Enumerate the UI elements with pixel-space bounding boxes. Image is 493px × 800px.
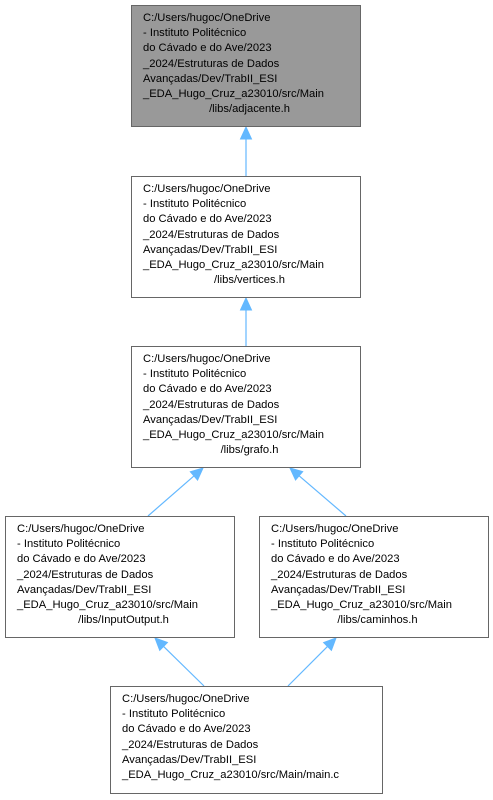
edge-main-to-caminhos	[287, 646, 328, 687]
node-label-line: /libs/vertices.h	[214, 274, 285, 287]
node-grafo-h[interactable]: C:/Users/hugoc/OneDrive - Instituto Poli…	[131, 346, 361, 468]
node-label-line: - Instituto Politécnico	[143, 368, 247, 381]
node-label-line: _2024/Estruturas de Dados	[143, 57, 280, 70]
node-label-line: _EDA_Hugo_Cruz_a23010/src/Main	[271, 599, 452, 612]
node-label-line: _EDA_Hugo_Cruz_a23010/src/Main	[17, 599, 198, 612]
node-label-line: C:/Users/hugoc/OneDrive	[143, 183, 271, 195]
arrowhead-grafo-to-vertices	[239, 296, 253, 311]
node-label-line: do Cávado e do Ave/2023	[17, 553, 146, 566]
node-label-line: /libs/InputOutput.h	[78, 614, 169, 627]
node-label-line: C:/Users/hugoc/OneDrive	[122, 693, 250, 705]
edge-caminhos-to-grafo	[298, 475, 347, 517]
node-label-line: do Cávado e do Ave/2023	[271, 553, 400, 566]
arrowhead-caminhos-to-grafo	[289, 467, 304, 481]
node-label-line: Avançadas/Dev/TrabII_ESI	[122, 753, 257, 766]
node-label-line: do Cávado e do Ave/2023	[143, 42, 272, 55]
node-vertices-h[interactable]: C:/Users/hugoc/OneDrive - Instituto Poli…	[131, 176, 361, 298]
node-label-line: /libs/caminhos.h	[337, 614, 418, 627]
node-label-line: _2024/Estruturas de Dados	[143, 228, 280, 241]
node-label-line: Avançadas/Dev/TrabII_ESI	[143, 413, 278, 426]
edge-main-to-inputoutput	[163, 645, 205, 687]
arrowhead-main-to-caminhos	[322, 637, 337, 652]
arrowhead-inputoutput-to-grafo	[189, 467, 204, 481]
node-label-line: _2024/Estruturas de Dados	[17, 568, 154, 581]
node-label-line: do Cávado e do Ave/2023	[143, 213, 272, 226]
node-main-c[interactable]: C:/Users/hugoc/OneDrive - Instituto Poli…	[110, 686, 383, 794]
arrowhead-main-to-inputoutput	[154, 637, 169, 652]
node-label-line: C:/Users/hugoc/OneDrive	[143, 12, 271, 24]
node-label-line: C:/Users/hugoc/OneDrive	[271, 523, 399, 535]
node-label-line: _2024/Estruturas de Dados	[122, 738, 259, 751]
node-label-line: - Instituto Politécnico	[122, 708, 226, 721]
node-label-line: - Instituto Politécnico	[143, 198, 247, 211]
node-label-line: C:/Users/hugoc/OneDrive	[143, 353, 271, 365]
node-label-line: do Cávado e do Ave/2023	[122, 723, 251, 736]
node-label-line: - Instituto Politécnico	[143, 27, 247, 40]
node-label-line: C:/Users/hugoc/OneDrive	[17, 523, 145, 535]
node-adjacente-h[interactable]: C:/Users/hugoc/OneDrive - Instituto Poli…	[131, 5, 361, 127]
node-label-line: - Instituto Politécnico	[271, 538, 375, 551]
arrowhead-vertices-to-adjacente	[239, 125, 253, 140]
node-label-line: _EDA_Hugo_Cruz_a23010/src/Main/main.c	[122, 769, 340, 782]
node-label-line: Avançadas/Dev/TrabII_ESI	[143, 243, 278, 256]
node-label-line: Avançadas/Dev/TrabII_ESI	[143, 72, 278, 85]
node-inputoutput-h[interactable]: C:/Users/hugoc/OneDrive - Instituto Poli…	[5, 516, 235, 638]
node-label-line: Avançadas/Dev/TrabII_ESI	[271, 583, 406, 596]
node-label-line: do Cávado e do Ave/2023	[143, 383, 272, 396]
node-label-line: _2024/Estruturas de Dados	[143, 398, 280, 411]
node-caminhos-h[interactable]: C:/Users/hugoc/OneDrive - Instituto Poli…	[259, 516, 489, 638]
edge-inputoutput-to-grafo	[147, 475, 195, 517]
node-label-line: _EDA_Hugo_Cruz_a23010/src/Main	[143, 259, 324, 272]
node-label-line: _EDA_Hugo_Cruz_a23010/src/Main	[143, 429, 324, 442]
node-label-line: /libs/adjacente.h	[209, 103, 290, 116]
node-label-line: Avançadas/Dev/TrabII_ESI	[17, 583, 152, 596]
node-label-line: /libs/grafo.h	[220, 444, 279, 457]
node-label-line: _2024/Estruturas de Dados	[271, 568, 408, 581]
node-label-line: - Instituto Politécnico	[17, 538, 121, 551]
node-label-line: _EDA_Hugo_Cruz_a23010/src/Main	[143, 88, 324, 101]
